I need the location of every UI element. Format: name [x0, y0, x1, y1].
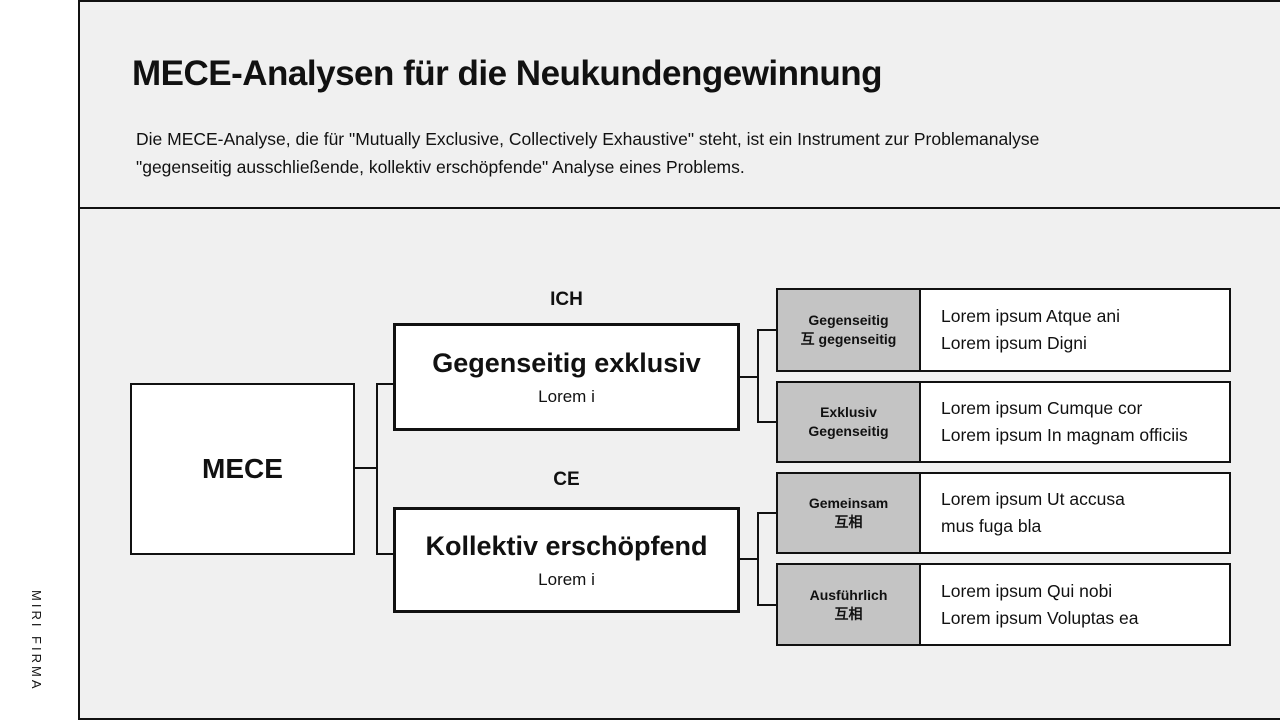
branch-subtitle: Lorem i: [538, 569, 595, 589]
connector-line: [757, 329, 759, 423]
connector-line: [740, 376, 757, 378]
root-node-mece: MECE: [130, 383, 355, 555]
leaf-text-line-2: Lorem ipsum Digni: [941, 333, 1087, 353]
leaf-content: Lorem ipsum Qui nobi Lorem ipsum Volupta…: [921, 565, 1229, 644]
connector-line: [378, 553, 393, 555]
leaf-content: Lorem ipsum Ut accusa mus fuga bla: [921, 474, 1229, 552]
connector-line: [740, 558, 757, 560]
leaf-text-line-1: Lorem ipsum Cumque cor: [941, 398, 1143, 418]
connector-line: [376, 383, 378, 555]
connector-line: [759, 421, 776, 423]
leaf-row: Gemeinsam 互相 Lorem ipsum Ut accusa mus f…: [776, 472, 1231, 554]
connector-line: [759, 512, 776, 514]
leaf-label-line-1: Gemeinsam: [808, 495, 889, 511]
leaf-label-line-2: 互相: [834, 514, 863, 530]
leaf-row: Exklusiv Gegenseitig Lorem ipsum Cumque …: [776, 381, 1231, 463]
connector-line: [759, 329, 776, 331]
leaf-label: Ausführlich 互相: [778, 565, 921, 644]
leaf-label: Gegenseitig 互 gegenseitig: [778, 290, 921, 370]
connector-line: [759, 604, 776, 606]
leaf-label-line-1: Exklusiv: [820, 404, 877, 420]
leaf-text-line-2: mus fuga bla: [941, 516, 1042, 536]
subtitle-line-2: "gegenseitig ausschließende, kollektiv e…: [136, 157, 745, 177]
connector-line: [355, 467, 376, 469]
leaf-text-line-2: Lorem ipsum Voluptas ea: [941, 607, 1139, 628]
leaf-label: Gemeinsam 互相: [778, 474, 921, 552]
leaf-text-line-2: Lorem ipsum In magnam officiis: [941, 425, 1188, 445]
frame-border-bottom: [78, 718, 1280, 720]
connector-line: [378, 383, 393, 385]
branch-subtitle: Lorem i: [538, 386, 595, 406]
leaf-label-line-1: Gegenseitig: [808, 312, 889, 328]
branch-node-kollektiv-erschoepfend: Kollektiv erschöpfend Lorem i: [393, 507, 740, 613]
frame-border-top: [78, 0, 1280, 2]
leaf-label-line-2: Gegenseitig: [808, 423, 889, 439]
branch-tag-ich: ICH: [550, 289, 583, 310]
branch-title: Kollektiv erschöpfend: [425, 530, 708, 561]
leaf-label-line-2: 互 gegenseitig: [800, 331, 897, 347]
connector-line: [757, 512, 759, 606]
leaf-text-line-1: Lorem ipsum Ut accusa: [941, 489, 1125, 509]
leaf-label: Exklusiv Gegenseitig: [778, 383, 921, 461]
page-title: MECE-Analysen für die Neukundengewinnung: [132, 54, 883, 93]
leaf-label-line-1: Ausführlich: [809, 586, 888, 603]
brand-vertical-label: MIRI FIRMA: [29, 590, 44, 692]
branch-node-gegenseitig-exklusiv: Gegenseitig exklusiv Lorem i: [393, 323, 740, 431]
leaf-text-line-1: Lorem ipsum Qui nobi: [941, 580, 1113, 601]
leaf-row: Gegenseitig 互 gegenseitig Lorem ipsum At…: [776, 288, 1231, 372]
subtitle-line-1: Die MECE-Analyse, die für "Mutually Excl…: [136, 129, 1040, 149]
leaf-content: Lorem ipsum Atque ani Lorem ipsum Digni: [921, 290, 1229, 370]
leaf-row: Ausführlich 互相 Lorem ipsum Qui nobi Lore…: [776, 563, 1231, 646]
sidebar: MIRI FIRMA: [0, 0, 80, 720]
branch-title: Gegenseitig exklusiv: [432, 347, 701, 378]
leaf-content: Lorem ipsum Cumque cor Lorem ipsum In ma…: [921, 383, 1229, 461]
root-node-label: MECE: [202, 453, 283, 484]
header-divider-line: [78, 207, 1280, 209]
leaf-label-line-2: 互相: [834, 605, 863, 622]
leaf-text-line-1: Lorem ipsum Atque ani: [941, 306, 1120, 326]
branch-tag-ce: CE: [553, 469, 580, 490]
page-subtitle: Die MECE-Analyse, die für "Mutually Excl…: [136, 125, 1039, 181]
